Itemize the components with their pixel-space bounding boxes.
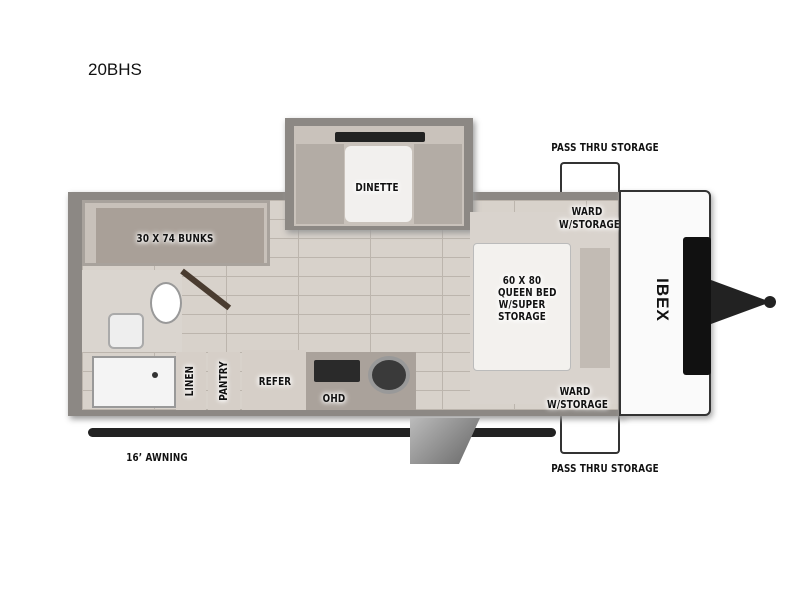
pantry-cabinet bbox=[208, 352, 240, 410]
queen-bed-line-4: STORAGE bbox=[498, 310, 546, 323]
queen-bed-line-3: W/SUPER bbox=[498, 298, 546, 311]
pass-thru-storage-top bbox=[560, 162, 620, 194]
linen-cabinet bbox=[176, 352, 206, 410]
pass-thru-storage-bottom bbox=[560, 414, 620, 454]
refer-label: REFER bbox=[258, 375, 292, 388]
bunks-label: 30 X 74 BUNKS bbox=[136, 232, 214, 245]
dinette-window bbox=[335, 132, 425, 142]
kitchen-sink bbox=[368, 356, 410, 394]
awning-label: 16’ AWNING bbox=[126, 451, 188, 464]
ward-bottom-line-1: WARD bbox=[559, 385, 591, 398]
ward-bottom-line-2: W/STORAGE bbox=[547, 398, 609, 411]
queen-bed-line-2: QUEEN BED bbox=[498, 286, 557, 299]
model-title: 20BHS bbox=[88, 60, 142, 79]
ward-top-line-1: WARD bbox=[571, 205, 603, 218]
pass-thru-bottom-label: PASS THRU STORAGE bbox=[551, 462, 659, 475]
bathroom-sink bbox=[108, 313, 144, 349]
bunk-mattress bbox=[96, 208, 264, 263]
ibex-logo: IBEX bbox=[652, 278, 672, 322]
awning-bar bbox=[88, 428, 556, 437]
ward-top-line-2: W/STORAGE bbox=[559, 218, 621, 231]
queen-bed-line-1: 60 X 80 bbox=[502, 274, 542, 287]
dinette-label: DINETTE bbox=[355, 181, 399, 194]
dinette-bench-left bbox=[296, 144, 344, 224]
dinette-bench-right bbox=[414, 144, 462, 224]
shower-drain bbox=[152, 372, 158, 378]
entry-steps bbox=[410, 418, 480, 464]
shower bbox=[92, 356, 176, 408]
queen-bed bbox=[473, 243, 571, 371]
stovetop bbox=[314, 360, 360, 382]
hitch bbox=[711, 280, 771, 324]
refrigerator bbox=[242, 350, 306, 410]
linen-label: LINEN bbox=[183, 365, 196, 397]
hitch-coupler bbox=[764, 296, 776, 308]
ohd-label: OHD bbox=[322, 392, 346, 405]
dinette-table bbox=[345, 146, 412, 222]
pass-thru-top-label: PASS THRU STORAGE bbox=[551, 141, 659, 154]
pantry-label: PANTRY bbox=[217, 361, 230, 401]
headboard bbox=[580, 248, 610, 368]
toilet bbox=[150, 282, 182, 324]
front-window bbox=[683, 237, 711, 375]
